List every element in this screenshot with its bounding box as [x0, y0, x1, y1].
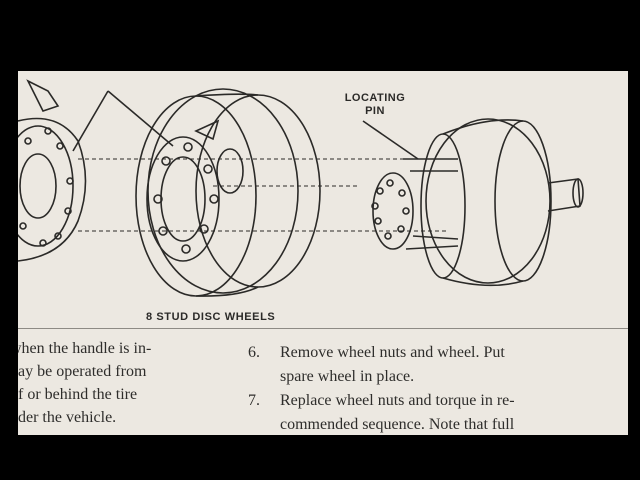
step-7: 7. Replace wheel nuts and torque in re- … [248, 389, 623, 435]
left-wheel-drawing [18, 79, 87, 262]
left-line: of or behind the tire [18, 386, 138, 403]
instruction-steps: 6. Remove wheel nuts and wheel. Put spar… [248, 341, 623, 435]
hub-drum-drawing [362, 118, 584, 287]
step-number: 6. [248, 344, 260, 361]
callout-line1: LOCATING [344, 92, 406, 104]
left-line: nay be operated from [18, 363, 147, 380]
left-line: nder the vehicle. [18, 409, 117, 426]
manual-page: LOCATING PIN 8 STUD DISC WHEELS when the… [18, 71, 628, 435]
divider [18, 328, 628, 329]
left-line: when the handle is in- [18, 340, 152, 357]
step-line: Replace wheel nuts and torque in re- [280, 392, 515, 409]
left-text-column: when the handle is in- nay be operated f… [18, 337, 210, 429]
step-line: spare wheel in place. [280, 368, 415, 385]
locating-pin-label: LOCATING PIN [330, 92, 420, 118]
step-6: 6. Remove wheel nuts and wheel. Put spar… [248, 341, 623, 389]
figure-caption: 8 STUD DISC WHEELS [146, 311, 276, 323]
callout-line2: PIN [365, 105, 385, 117]
step-line: commended sequence. Note that full [280, 416, 515, 433]
step-line: Remove wheel nuts and wheel. Put [280, 344, 505, 361]
disc-wheel-drawing [135, 88, 321, 297]
wheel-assembly-illustration [18, 79, 584, 297]
step-number: 7. [248, 392, 260, 409]
